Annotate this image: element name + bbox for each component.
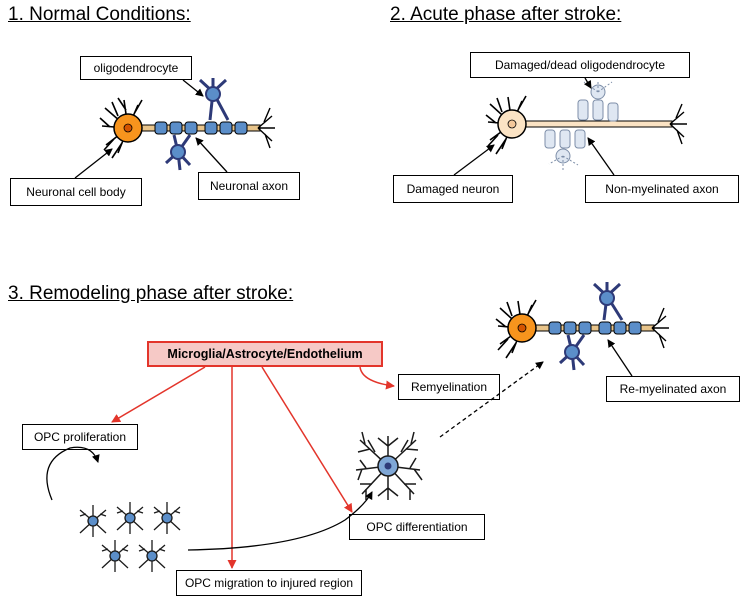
label-oligodendrocyte: oligodendrocyte [80, 56, 192, 80]
opc-1 [79, 505, 107, 537]
damaged-cell-body [497, 109, 527, 139]
label-opc-differentiation: OPC differentiation [349, 514, 485, 540]
new-myelin-sheaths [548, 321, 642, 335]
label-damaged-neuron: Damaged neuron [393, 175, 513, 203]
black-arrows [46, 339, 633, 551]
panel1-title: 1. Normal Conditions: [8, 4, 191, 25]
panel1-arrows [74, 79, 228, 179]
damaged-neuron [485, 80, 687, 170]
differentiated-oligodendrocyte [355, 431, 423, 500]
label-neuronal-cell-body: Neuronal cell body [10, 178, 142, 206]
normal-neuron [99, 78, 275, 171]
red-arrows [111, 366, 395, 569]
panel3-title: 3. Remodeling phase after stroke: [8, 283, 294, 304]
new-oligodendrocyte-top [592, 282, 624, 321]
remyelinated-axon-terminal [651, 307, 669, 349]
oligodendrocyte-bottom [164, 134, 192, 171]
label-dead-oligodendrocyte: Damaged/dead oligodendrocyte [470, 52, 690, 78]
opc-cluster [79, 502, 181, 572]
label-opc-proliferation: OPC proliferation [22, 424, 138, 450]
label-neuronal-axon: Neuronal axon [198, 172, 300, 200]
microglia-astrocyte-endothelium-box: Microglia/Astrocyte/Endothelium [147, 341, 383, 367]
panel2-arrows [453, 77, 615, 176]
opc-3 [153, 502, 181, 534]
myelin-sheaths [154, 121, 248, 135]
neuron-cell-body [113, 113, 143, 143]
opc-5 [138, 540, 166, 572]
remyelinated-cell-body [507, 313, 537, 343]
oligodendrocyte-top [198, 78, 230, 121]
damaged-axon-terminal [669, 103, 687, 145]
dead-oligodendrocyte-top [577, 80, 619, 122]
label-non-myelinated-axon: Non-myelinated axon [585, 175, 739, 203]
label-re-myelinated-axon: Re-myelinated axon [606, 376, 740, 402]
new-oligodendrocyte-bottom [558, 334, 586, 371]
remyelinated-neuron [495, 282, 669, 371]
opc-2 [116, 502, 144, 534]
dead-oligodendrocyte-bottom [544, 129, 586, 170]
label-remyelination: Remyelination [398, 374, 500, 400]
label-opc-migration: OPC migration to injured region [176, 570, 362, 596]
panel2-title: 2. Acute phase after stroke: [390, 4, 622, 25]
opc-4 [101, 540, 129, 572]
damaged-axon [523, 120, 673, 128]
axon-terminal [257, 107, 275, 149]
